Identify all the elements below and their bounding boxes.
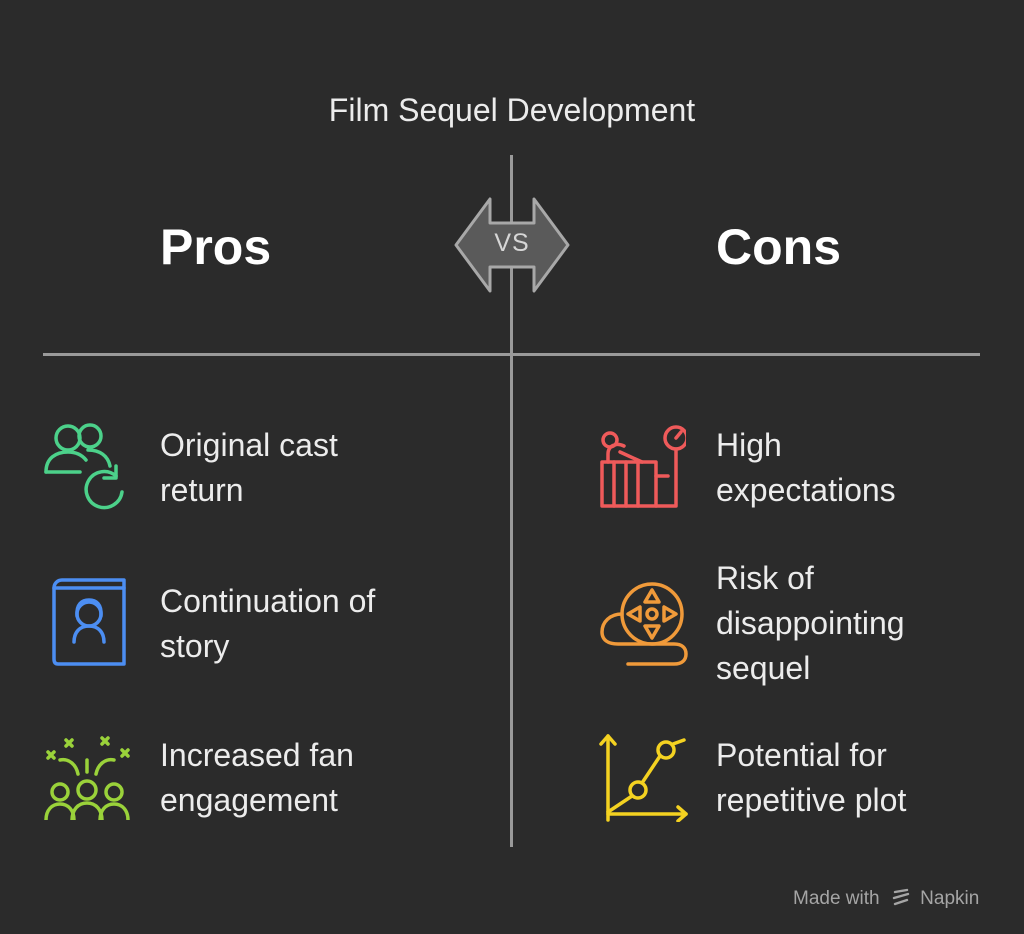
- made-with-napkin-footer: Made with Napkin: [793, 887, 979, 910]
- cons-item-potential-for-repetitive-plot: Potential for repetitive plot: [716, 733, 906, 823]
- napkin-logo-icon: [892, 888, 910, 906]
- pros-item-line: Original cast: [160, 427, 338, 463]
- pros-item-line: return: [160, 472, 244, 508]
- pros-header: Pros: [160, 219, 272, 275]
- cons-item-line: sequel: [716, 650, 811, 686]
- napkin-brand-label: Napkin: [920, 888, 980, 909]
- line-graph-icon: [599, 734, 688, 822]
- cons-item-line: Risk of: [716, 560, 814, 596]
- pros-item-increased-fan-engagement: Increased fan engagement: [160, 733, 354, 823]
- pros-item-line: Increased fan: [160, 737, 354, 773]
- diagram-title: Film Sequel Development: [328, 92, 696, 128]
- pros-item-line: story: [160, 628, 230, 664]
- cons-header: Cons: [716, 219, 841, 275]
- vertical-divider: [510, 155, 513, 847]
- horizontal-divider: [43, 353, 980, 356]
- people-return-icon: [44, 423, 124, 510]
- cons-item-line: Potential for: [716, 737, 887, 773]
- pros-item-original-cast-return: Original cast return: [160, 423, 338, 513]
- film-reel-icon: [600, 582, 688, 666]
- cons-item-line: expectations: [716, 472, 896, 508]
- vs-double-arrow-icon: [454, 197, 570, 293]
- pros-item-line: engagement: [160, 782, 338, 818]
- cons-item-line: High: [716, 427, 782, 463]
- storybook-icon: [52, 578, 126, 666]
- cons-item-risk-of-disappointing-sequel: Risk of disappointing sequel: [716, 556, 905, 691]
- pressure-gauge-icon: [600, 425, 686, 508]
- made-with-label: Made with: [793, 888, 880, 909]
- cons-item-line: repetitive plot: [716, 782, 907, 818]
- pros-item-continuation-of-story: Continuation of story: [160, 579, 375, 669]
- celebrating-crowd-icon: [44, 736, 130, 820]
- cons-item-high-expectations: High expectations: [716, 423, 896, 513]
- cons-item-line: disappointing: [716, 605, 905, 641]
- pros-item-line: Continuation of: [160, 583, 376, 619]
- vs-label: VS: [494, 229, 530, 257]
